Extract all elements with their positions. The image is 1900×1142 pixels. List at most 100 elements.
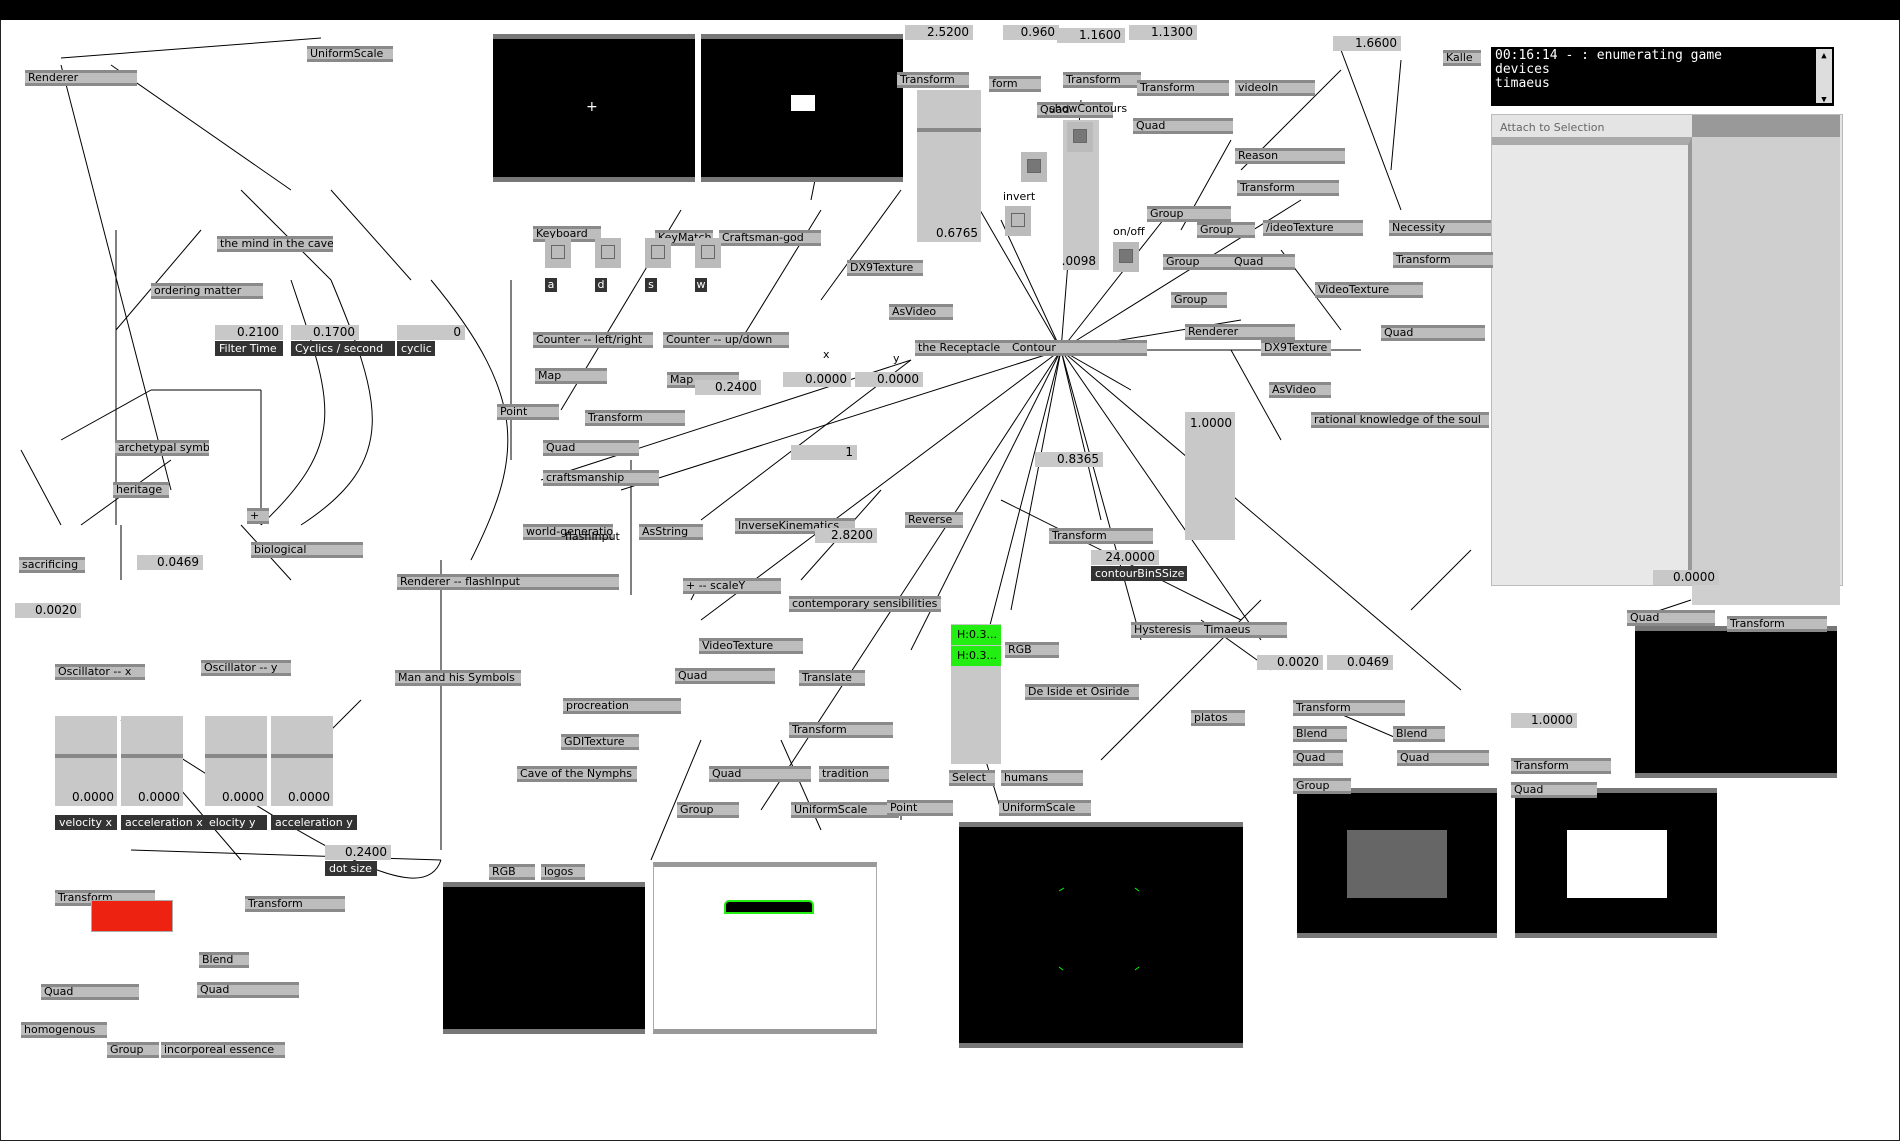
inspector-detail[interactable] [1692,115,1840,605]
value-2-52[interactable]: 2.5200 [905,25,973,40]
patch-node[interactable]: Quad [709,766,811,782]
patch-node[interactable]: AsVideo [889,304,953,320]
patch-node[interactable]: RGB [1005,642,1059,658]
patch-node[interactable]: sacrificing [19,557,85,573]
patch-node[interactable]: Quad [197,982,299,998]
one-value-c[interactable]: 1.0000 [1511,713,1577,728]
invert-toggle[interactable] [1005,206,1031,236]
renderer-window-flash[interactable] [653,862,877,1034]
patch-node[interactable]: Quad [1627,610,1715,626]
acceleration-y-slider[interactable]: 0.0000 [271,716,333,806]
key-s-toggle[interactable] [645,238,671,268]
patch-node[interactable]: UniformScale [307,46,393,62]
patch-node[interactable]: heritage [113,482,169,498]
patch-node[interactable]: world-generation [523,524,613,540]
patch-node[interactable]: Quad [1133,118,1233,134]
patch-node[interactable]: Quad [1511,782,1597,798]
patch-node[interactable]: Reason [1235,148,1345,164]
patch-node[interactable]: VideoTexture [1315,282,1423,298]
patch-node[interactable]: Group [1197,222,1255,238]
key-a-toggle[interactable] [545,238,571,268]
patch-node[interactable]: Quad [1381,325,1485,341]
patch-node[interactable]: Group [1293,778,1351,794]
value-0960[interactable]: 0.960 [1003,25,1059,40]
patch-node[interactable]: Quad [41,984,139,1000]
patch-node[interactable]: Hysteresis [1131,622,1205,638]
patch-node[interactable]: Select [949,770,995,786]
patch-node[interactable]: Quad [1231,254,1295,270]
patch-node[interactable]: ordering matter [151,283,263,299]
patch-node[interactable]: Point [497,404,559,420]
patch-node[interactable]: Transform [1511,758,1611,774]
patch-node[interactable]: Oscillator -- x [55,664,145,680]
patch-node[interactable]: Group [107,1042,159,1058]
patch-node[interactable]: videoIn [1235,80,1315,96]
patch-node[interactable]: Transform [1727,616,1827,632]
inspector-list[interactable] [1492,137,1692,585]
value-1-13[interactable]: 1.1300 [1129,25,1197,40]
console-scrollbar[interactable]: ▲ ▼ [1816,49,1832,105]
patch-node[interactable]: incorporeal essence [161,1042,285,1058]
patch-node[interactable]: Renderer -- flashInput [397,574,619,590]
value-1-66[interactable]: 1.6600 [1333,36,1401,51]
patch-node[interactable]: VideoTexture [699,638,803,654]
patch-node[interactable]: Quad [1037,102,1113,118]
patch-node[interactable]: Transform [1063,72,1141,88]
patch-node[interactable]: Renderer [25,70,137,86]
value-2400-b[interactable]: 0.2400 [695,380,761,395]
scroll-up-icon[interactable]: ▲ [1821,51,1827,61]
one-slider[interactable]: 1.0000 [1185,412,1235,540]
cyclics-value[interactable]: 0.1700 [291,325,359,340]
patch-node[interactable]: tradition [819,766,889,782]
patch-node[interactable]: Oscillator -- y [201,660,291,676]
patch-node[interactable]: Reverse [905,512,963,528]
patch-node[interactable]: Transform [1237,180,1339,196]
patch-node[interactable]: Timaeus [1201,622,1287,638]
patch-node[interactable]: Blend [199,952,249,968]
threshold-slider[interactable]: 0.6765 [917,90,981,242]
patch-node[interactable]: rational knowledge of the soul [1311,412,1489,428]
patch-node[interactable]: /ideoTexture [1263,220,1363,236]
hsv-slider[interactable] [951,624,1001,764]
patch-node[interactable]: Kalle [1443,50,1481,66]
patch-node[interactable]: platos [1191,710,1245,726]
bins-value[interactable]: 24.0000 [1091,550,1159,565]
patch-node[interactable]: the Receptacle [915,340,1015,356]
patch-node[interactable]: + -- scaleY [683,578,781,594]
renderer-window-crosshair[interactable]: + [493,34,695,182]
patch-node[interactable]: Quad [543,440,639,456]
patch-canvas[interactable]: + 00:16:14 - : enumerating game devices … [0,20,1900,1141]
patch-node[interactable]: Blend [1293,726,1347,742]
patch-node[interactable]: Transform [1393,252,1493,268]
renderer-window-white-rect[interactable] [701,34,903,182]
patch-node[interactable]: Craftsman-god [719,230,821,246]
patch-node[interactable]: Translate [799,670,865,686]
patch-node[interactable]: AsVideo [1269,382,1331,398]
top-toggle[interactable] [1067,122,1093,152]
patch-node[interactable]: Necessity [1389,220,1491,236]
patch-node[interactable]: Quad [1293,750,1343,766]
patch-node[interactable]: Transform [245,896,345,912]
value-8365[interactable]: 0.8365 [1035,452,1103,467]
patch-node[interactable]: GDITexture [561,734,639,750]
patch-node[interactable]: + [247,508,269,524]
renderer-window-contour[interactable] [959,822,1243,1048]
patch-node[interactable]: Blend [1393,726,1445,742]
patch-node[interactable]: Point [887,800,953,816]
renderer-window-right[interactable] [1635,626,1837,778]
patch-node[interactable]: Contour [1009,340,1147,356]
value-0020-a[interactable]: 0.0020 [15,603,81,618]
patch-node[interactable]: procreation [563,698,681,714]
patch-node[interactable]: AsString [639,524,703,540]
patch-node[interactable]: Map [535,368,607,384]
patch-node[interactable]: Group [677,802,739,818]
renderer-window-white[interactable] [1515,788,1717,938]
patch-node[interactable]: Transform [1049,528,1153,544]
onoff-toggle[interactable] [1113,242,1139,272]
one-value-a[interactable]: 1 [791,445,857,460]
patch-node[interactable]: RGB [489,864,535,880]
patch-node[interactable]: UniformScale [791,802,899,818]
patch-node[interactable]: Group [1163,254,1233,270]
zero-value-right[interactable]: 0.0000 [1653,570,1719,585]
patch-node[interactable]: Renderer [1185,324,1295,340]
